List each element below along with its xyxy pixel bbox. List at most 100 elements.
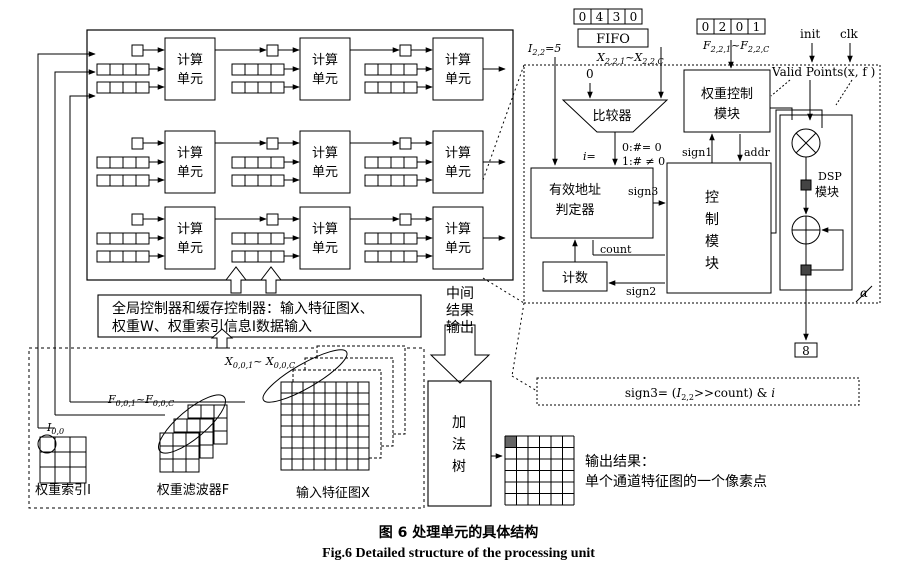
global-controller-line1: 全局控制器和缓存控制器：输入特征图X、 bbox=[112, 300, 374, 317]
index-square bbox=[266, 137, 279, 150]
compute-unit-r2-c3-label1: 计算 bbox=[445, 146, 471, 161]
pe-array-frame bbox=[86, 29, 514, 281]
x-range-label: X0,0,1~ X0,0,C bbox=[224, 355, 295, 370]
index-square bbox=[399, 44, 412, 57]
alpha-label: α bbox=[860, 286, 868, 300]
controller-input-arrow bbox=[210, 328, 234, 349]
control-line4: 块 bbox=[705, 256, 719, 272]
dsp-register-2 bbox=[800, 264, 812, 276]
weight-filter-caption: 权重滤波器F bbox=[157, 482, 229, 498]
fifo-range: X2,2,1~X2,2,C bbox=[596, 51, 664, 66]
zero-label: 0 bbox=[586, 67, 594, 81]
output-result-line2: 单个通道特征图的一个像素点 bbox=[585, 474, 767, 490]
comparator-shape bbox=[561, 99, 669, 133]
weight-digit: 1 bbox=[753, 20, 761, 34]
data-input-arrow-2 bbox=[259, 266, 283, 294]
detail-frame bbox=[523, 64, 881, 304]
compute-unit-r2-c2-label1: 计算 bbox=[312, 146, 338, 161]
compute-unit-r2-c2 bbox=[299, 130, 351, 194]
input-feature-caption: 输入特征图X bbox=[296, 485, 370, 501]
f-range-label: F0,0,1~F0,0,C bbox=[107, 393, 174, 408]
weight-digit-cell bbox=[747, 18, 766, 35]
output-width-box bbox=[794, 342, 818, 358]
dsp-register-1 bbox=[800, 179, 812, 191]
compute-unit-r2-c1-label2: 单元 bbox=[177, 165, 203, 180]
compute-unit-r1-c3-label2: 单元 bbox=[445, 72, 471, 87]
clk-label: clk bbox=[840, 27, 859, 41]
fifo-digit: 3 bbox=[613, 10, 621, 24]
control-to-dsp-line bbox=[771, 109, 823, 234]
compute-unit-r1-c3-label1: 计算 bbox=[445, 53, 471, 68]
alpha-tick bbox=[855, 285, 873, 303]
index-square bbox=[131, 213, 144, 226]
mid-output-line3: 输出 bbox=[446, 320, 474, 336]
cond1-label: 1:# ≠ 0 bbox=[622, 155, 665, 168]
compute-unit-r1-c1 bbox=[164, 37, 216, 101]
weight-control-box bbox=[683, 69, 771, 133]
accumulate-feedback-arrow bbox=[811, 227, 844, 271]
compute-unit-r3-c1 bbox=[164, 206, 216, 270]
output-pixel-grid bbox=[504, 435, 575, 506]
weight-filter-stack bbox=[159, 404, 228, 473]
compute-unit-r3-c2-label1: 计算 bbox=[312, 222, 338, 237]
zoom-lines bbox=[482, 64, 538, 392]
control-module-box bbox=[666, 162, 772, 294]
output-width-label: 8 bbox=[802, 344, 810, 358]
i22-label: I2,2=5 bbox=[527, 42, 561, 57]
control-line2: 制 bbox=[705, 212, 719, 228]
weight-index-grid bbox=[37, 434, 87, 484]
formula-box bbox=[536, 377, 860, 406]
control-line3: 模 bbox=[705, 234, 719, 250]
fifo-digit: 4 bbox=[596, 10, 604, 24]
formula-text: sign3= (I2,2>>count) & i bbox=[625, 386, 775, 402]
index-square bbox=[399, 137, 412, 150]
compute-unit-r2-c1 bbox=[164, 130, 216, 194]
compute-unit-r1-c1-label2: 单元 bbox=[177, 72, 203, 87]
addr-label: addr bbox=[744, 146, 771, 159]
caption-en: Fig.6 Detailed structure of the processi… bbox=[322, 546, 595, 561]
compute-unit-r2-c3 bbox=[432, 130, 484, 194]
count-label: count bbox=[600, 243, 632, 256]
mid-output-line2: 结果 bbox=[446, 303, 474, 319]
adder-tree-line2: 法 bbox=[452, 437, 466, 453]
weight-index-caption: 权重索引I bbox=[35, 482, 91, 498]
input-feature-map bbox=[280, 345, 406, 471]
compute-unit-r2-c3-label2: 单元 bbox=[445, 165, 471, 180]
global-controller-line2: 权重W、权重索引信息I数据输入 bbox=[112, 318, 312, 335]
compute-unit-r1-c2 bbox=[299, 37, 351, 101]
weight-index-label: I0,0 bbox=[46, 421, 64, 436]
compute-unit-r2-c1-label1: 计算 bbox=[177, 146, 203, 161]
compute-unit-r2-c2-label2: 单元 bbox=[312, 165, 338, 180]
fifo-digit: 0 bbox=[630, 10, 638, 24]
mid-result-arrow bbox=[429, 324, 491, 384]
index-square bbox=[266, 213, 279, 226]
dsp-frame bbox=[779, 114, 853, 291]
sign3-label: sign3 bbox=[628, 185, 658, 198]
compute-unit-r3-c2 bbox=[299, 206, 351, 270]
valid-point-lines bbox=[770, 79, 853, 106]
caption-cn: 图 6 处理单元的具体结构 bbox=[378, 525, 539, 541]
fifo-digit-cell bbox=[624, 8, 643, 25]
valid-points-label: Valid Points(x, f ) bbox=[771, 65, 875, 79]
global-controller-box bbox=[97, 294, 422, 338]
dsp-label-line2: 模块 bbox=[815, 185, 839, 199]
init-label: init bbox=[800, 27, 820, 41]
weight-digit: 0 bbox=[736, 20, 744, 34]
fifo-digit: 0 bbox=[579, 10, 587, 24]
compute-unit-r3-c1-label2: 单元 bbox=[177, 241, 203, 256]
index-square bbox=[131, 44, 144, 57]
address-judge-line1: 有效地址 bbox=[549, 183, 601, 198]
compute-unit-r3-c2-label2: 单元 bbox=[312, 241, 338, 256]
fifo-label: FIFO bbox=[596, 32, 630, 47]
output-result-line1: 输出结果： bbox=[585, 454, 655, 470]
adder-tree-box bbox=[427, 380, 492, 507]
compute-unit-r3-c3 bbox=[432, 206, 484, 270]
cond0-label: 0:#= 0 bbox=[622, 141, 662, 154]
i-eq-label: i= bbox=[583, 150, 596, 163]
weight-to-mult-line bbox=[770, 107, 793, 120]
counter-label: 计数 bbox=[562, 271, 588, 286]
